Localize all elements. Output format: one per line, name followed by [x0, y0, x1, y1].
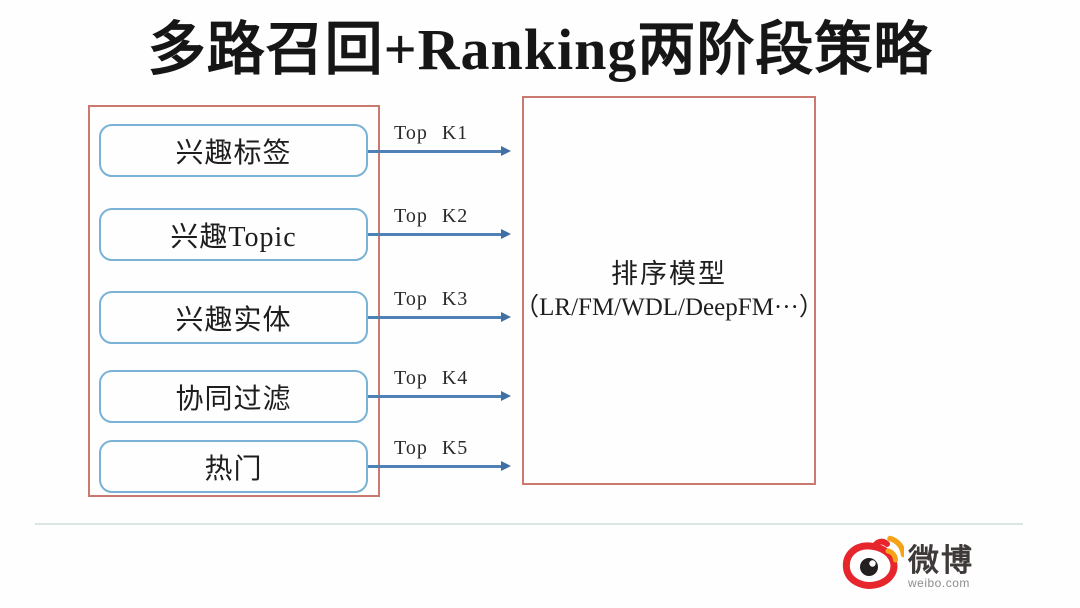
arrow-top-k3	[368, 312, 511, 322]
topk-label-3: Top K3	[394, 288, 469, 310]
arrow-top-k4	[368, 391, 511, 401]
recall-item-label: 兴趣实体	[175, 304, 292, 336]
topk-label-1: Top K1	[394, 122, 469, 144]
topk-label-2: Top K2	[394, 205, 469, 227]
recall-item-label: 兴趣标签	[175, 137, 292, 169]
ranking-model-list: （LR/FM/WDL/DeepFM···）	[514, 294, 824, 321]
recall-item-collaborative-filtering: 协同过滤	[99, 370, 368, 423]
recall-item-interest-topic: 兴趣Topic	[99, 208, 368, 261]
weibo-domain-text: weibo.com	[908, 576, 970, 590]
recall-frame	[88, 105, 380, 497]
topk-label-5: Top K5	[394, 437, 469, 459]
weibo-logo: 微博 weibo.com	[840, 531, 974, 595]
arrow-top-k1	[368, 146, 511, 156]
slide-title: 多路召回+Ranking两阶段策略	[147, 17, 933, 82]
recall-item-hot: 热门	[99, 440, 368, 493]
topk-label-4: Top K4	[394, 367, 469, 389]
recall-item-interest-tags: 兴趣标签	[99, 124, 368, 177]
arrow-top-k2	[368, 229, 511, 239]
ranking-frame: 排序模型 （LR/FM/WDL/DeepFM···）	[514, 96, 824, 485]
weibo-brand-text: 微博	[908, 543, 974, 578]
weibo-wordmark: 微博 weibo.com	[908, 545, 974, 590]
recall-item-label: 兴趣Topic	[170, 221, 297, 253]
recall-item-label: 热门	[204, 453, 263, 485]
recall-item-interest-entity: 兴趣实体	[99, 291, 368, 344]
ranking-model-title: 排序模型	[611, 259, 727, 289]
arrow-top-k5	[368, 461, 511, 471]
recall-item-label: 协同过滤	[175, 383, 292, 415]
weibo-eye-icon	[842, 535, 904, 589]
footer-divider	[35, 523, 1023, 525]
